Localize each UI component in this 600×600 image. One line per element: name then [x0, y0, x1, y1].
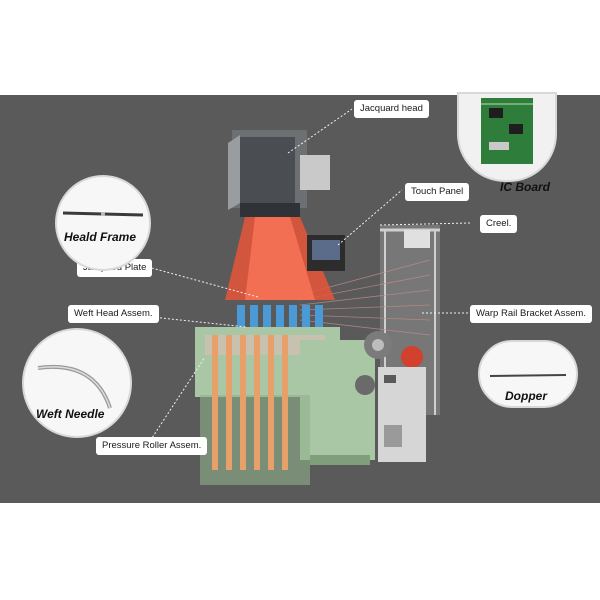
needle-loom-machine [147, 108, 472, 485]
weft-needle-label: Weft Needle [36, 407, 105, 421]
leader-lines [147, 108, 472, 445]
heald-frame-icon [62, 211, 144, 217]
ic-board-icon [481, 98, 533, 164]
drive-rollers [355, 331, 423, 395]
callout-jacquard-head: Jacquard head [354, 100, 429, 118]
control-cabinet [378, 367, 426, 462]
touch-panel [307, 235, 345, 271]
dopper-label: Dopper [505, 389, 547, 403]
weft-needle-inset [22, 328, 132, 438]
ic-board-inset [457, 92, 557, 182]
jacquard-head [228, 130, 330, 217]
dopper-icon [489, 374, 567, 377]
machine-body [195, 327, 375, 485]
bobbin-row [237, 305, 323, 331]
callout-touch-panel: Touch Panel [405, 183, 470, 201]
weft-needle-icon [37, 364, 112, 409]
callout-pressure-roller-assem: Pressure Roller Assem. [96, 437, 208, 455]
ic-board-label: IC Board [500, 180, 551, 194]
heald-frame-inset [55, 175, 151, 271]
callout-warp-rail-bracket-assem: Warp Rail Bracket Assem. [470, 305, 592, 323]
woven-tapes [212, 335, 288, 470]
heald-frame-label: Heald Frame [64, 230, 137, 244]
callout-weft-head-assem: Weft Head Assem. [68, 305, 159, 323]
dopper-inset [478, 340, 578, 408]
callout-creel: Creel. [480, 215, 518, 233]
